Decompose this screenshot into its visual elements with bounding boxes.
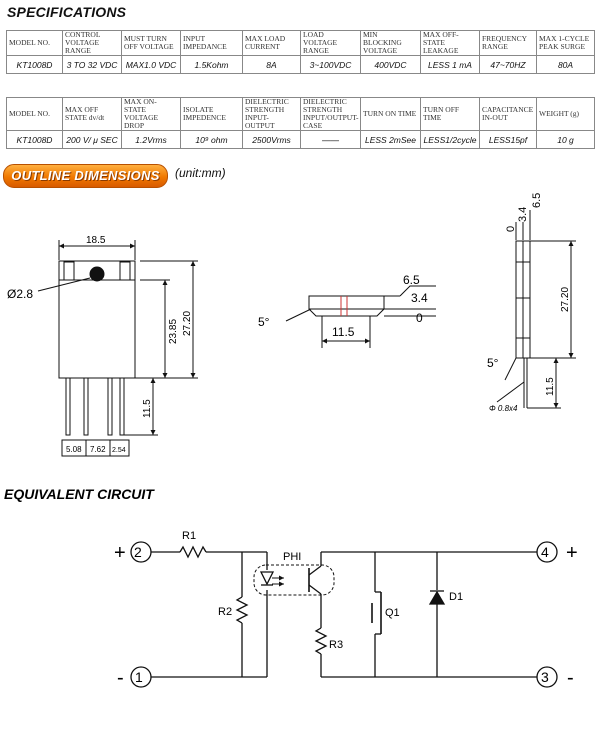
- spec-header-cell: MIN BLOCKING VOLTAGE: [360, 30, 421, 56]
- opto-coupler-outline: [253, 564, 335, 596]
- resistor-r2: [235, 596, 249, 624]
- side-d2: 3.4: [411, 291, 428, 305]
- pitch-2: 7.62: [90, 445, 106, 454]
- r1-label: R1: [182, 530, 196, 542]
- spec-value-cell: LESS 1 mA: [420, 55, 480, 74]
- spec-header-cell: DIELECTRIC STRENGTH INPUT/OUTPUT-CASE: [300, 97, 361, 131]
- mounting-hole: [89, 266, 105, 282]
- outline-dimensions-title: OUTLINE DIMENSIONS: [11, 168, 160, 183]
- spec-value-cell: LESS15pf: [479, 130, 537, 149]
- rside-pin-len: 11.5: [545, 377, 556, 396]
- front-h1: 23.85: [168, 319, 179, 344]
- pin: [119, 377, 125, 436]
- d1-label: D1: [449, 591, 463, 603]
- side-d0: 0: [416, 311, 423, 325]
- terminal-3-label: 3: [541, 669, 549, 685]
- terminal-1-label: 1: [135, 669, 143, 685]
- spec-header-cell: WEIGHT (g): [536, 97, 595, 131]
- input-minus: -: [117, 667, 124, 689]
- spec-value-cell: 10 g: [536, 130, 595, 149]
- spec-header-cell: MAX 1-CYCLE PEAK SURGE: [536, 30, 595, 56]
- pitch-1: 5.08: [66, 445, 82, 454]
- side-angle: 5°: [258, 315, 270, 329]
- pin: [65, 377, 71, 436]
- hole-diameter: Ø2.8: [7, 287, 33, 301]
- diode-d1: [428, 590, 446, 605]
- equivalent-circuit: [130, 541, 558, 688]
- spec-header-cell: ISOLATE IMPEDENCE: [180, 97, 243, 131]
- phi-label: PHI: [283, 551, 301, 563]
- rside-height: 27.20: [560, 287, 571, 312]
- spec-header-cell: DIELECTRIC STRENGTH INPUT-OUTPUT: [242, 97, 301, 131]
- front-width: 18.5: [86, 235, 106, 246]
- spec-header-cell: CONTROL VOLTAGE RANGE: [62, 30, 122, 56]
- rside-d1: 3.4: [517, 207, 529, 222]
- spec-header-cell: MAX LOAD CURRENT: [242, 30, 301, 56]
- spec-value-cell: 10⁹ ohm: [180, 130, 243, 149]
- outline-dimensions-badge: OUTLINE DIMENSIONS: [3, 164, 168, 188]
- spec-header-cell: MAX OFF STATE dv/dt: [62, 97, 122, 131]
- r3-label: R3: [329, 639, 343, 651]
- resistor-r1: [179, 545, 207, 559]
- opto-led: [259, 571, 275, 586]
- output-minus: -: [567, 667, 574, 689]
- spec-value-cell: 2500Vrms: [242, 130, 301, 149]
- rside-angle: 5°: [487, 356, 499, 370]
- spec-value-cell: 80A: [536, 55, 595, 74]
- r2-label: R2: [218, 606, 232, 618]
- spec-header-cell: FREQUENCY RANGE: [479, 30, 537, 56]
- side-width: 11.5: [332, 325, 355, 339]
- front-h2: 27.20: [182, 311, 193, 336]
- rside-d0: 0: [505, 226, 517, 232]
- resistor-r3: [314, 627, 328, 655]
- side-view: [285, 285, 436, 348]
- front-view: [37, 240, 198, 457]
- rside-pins: Φ 0.8x4: [489, 404, 518, 413]
- spec-header-cell: LOAD VOLTAGE RANGE: [300, 30, 361, 56]
- pin: [107, 377, 113, 436]
- specifications-heading: SPECIFICATIONS: [7, 4, 127, 20]
- front-body: [58, 260, 136, 379]
- right-side-view: [496, 210, 576, 409]
- spec-value-cell: 1.2Vrms: [121, 130, 181, 149]
- spec-header-cell: MODEL NO.: [6, 97, 63, 131]
- input-plus: +: [114, 542, 126, 564]
- unit-note: (unit:mm): [175, 166, 226, 180]
- rside-d2: 6.5: [531, 193, 543, 208]
- pitch-3: 2.54: [112, 447, 126, 454]
- spec-header-cell: MODEL NO.: [6, 30, 63, 56]
- output-plus: +: [566, 542, 578, 564]
- spec-header-cell: MAX ON-STATE VOLTAGE DROP: [121, 97, 181, 131]
- spec-header-cell: CAPACITANCE IN-OUT: [479, 97, 537, 131]
- terminal-2-label: 2: [134, 544, 142, 560]
- q1-label: Q1: [385, 607, 400, 619]
- pin: [83, 377, 89, 436]
- side-d1: 6.5: [403, 273, 420, 287]
- terminal-4-label: 4: [541, 544, 549, 560]
- circuit-title: EQUIVALENT CIRCUIT: [4, 486, 155, 502]
- spec-value-cell: KT1008D: [6, 55, 63, 74]
- front-pin-len: 11.5: [142, 399, 153, 418]
